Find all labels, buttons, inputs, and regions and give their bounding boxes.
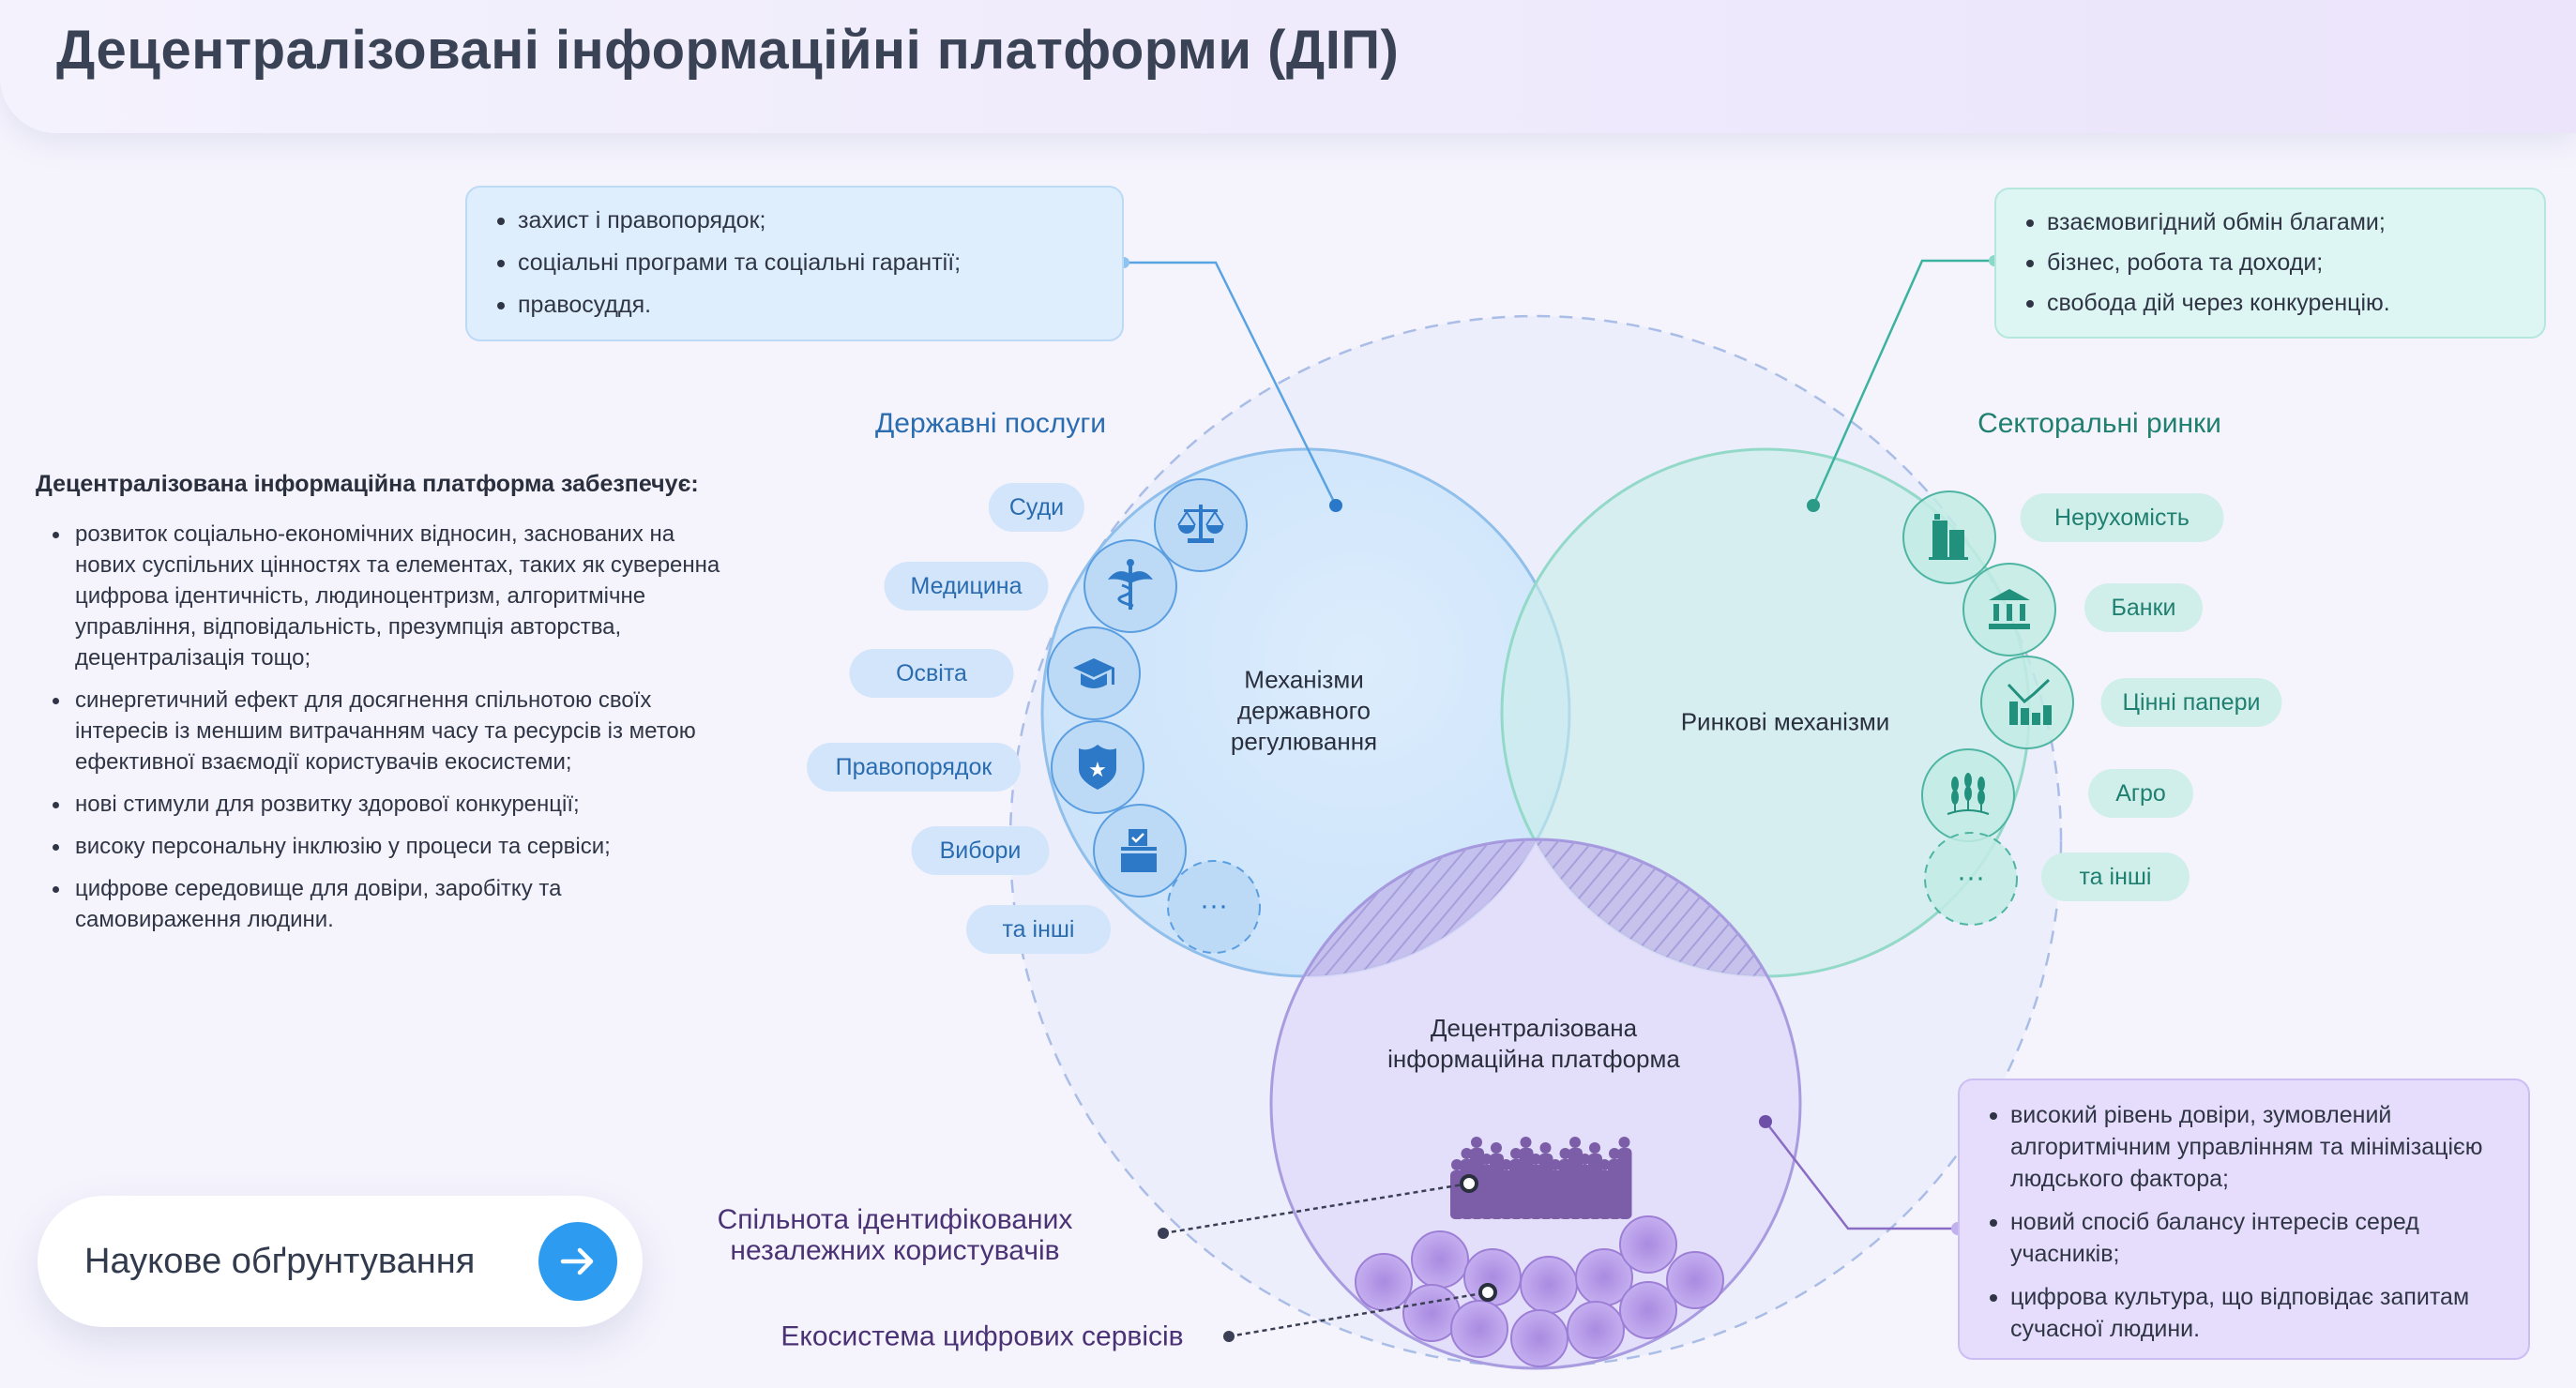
service-sphere [1355, 1253, 1413, 1311]
person-head [1451, 1159, 1462, 1170]
person-head [1609, 1148, 1620, 1159]
ecosystem-marker [1478, 1283, 1497, 1302]
market-circle-label: Ринкові механізми [1680, 707, 1890, 736]
ballot-box-icon [1093, 804, 1187, 898]
arrow-right-icon[interactable] [538, 1222, 617, 1301]
page-header: Децентралізовані інформаційні платформи … [0, 0, 2576, 133]
market-info-item: свобода дій через конкуренцію. [2023, 287, 2518, 319]
person-head [1579, 1154, 1591, 1165]
dip-circle-label: Децентралізована інформаційна платформа [1387, 1014, 1680, 1073]
person-head [1539, 1142, 1552, 1154]
dip-info-item: цифрова культура, що відповідає запитам … [1986, 1281, 2502, 1345]
dip-connector [1765, 1121, 1958, 1230]
gov-circle-label: Механізми державного регулювання [1230, 665, 1378, 756]
caduceus-icon [1083, 539, 1177, 633]
left-panel-item: цифрове середовище для довіри, заробітку… [36, 873, 720, 935]
ecosystem-pointer [1228, 1290, 1489, 1338]
community-pointer [1162, 1182, 1470, 1235]
left-panel-item: розвиток соціально-економічних відносин,… [36, 519, 720, 673]
gov-connector [1124, 261, 1338, 506]
svg-text:···: ··· [1957, 862, 1985, 893]
person-head [1589, 1142, 1600, 1154]
gov-info-item: правосуддя. [493, 289, 1096, 321]
gov-pill-others[interactable]: та інші [966, 905, 1111, 954]
market-pill-agro[interactable]: Агро [2088, 769, 2193, 818]
market-pill-others[interactable]: та інші [2041, 852, 2190, 901]
ecosystem-label: Екосистема цифрових сервісів [780, 1320, 1184, 1352]
gov-pill-elections[interactable]: Вибори [911, 826, 1050, 875]
person-head [1569, 1137, 1581, 1148]
market-pill-real-estate[interactable]: Нерухомість [2020, 493, 2224, 542]
market-info-box: взаємовигідний обмін благами; бізнес, ро… [1994, 188, 2546, 339]
community-label: Спільнота ідентифікованих незалежних кор… [717, 1204, 1073, 1266]
scientific-basis-button[interactable]: Наукове обґрунтування [38, 1196, 643, 1327]
left-panel-heading: Децентралізована інформаційна платформа … [36, 471, 699, 497]
scales-icon [1154, 478, 1248, 572]
left-panel-item: високу персональну інклюзію у процеси та… [36, 831, 720, 862]
market-connector [1811, 259, 1994, 506]
person-head [1461, 1148, 1473, 1159]
market-more-icon: ··· [1924, 832, 2018, 926]
market-pill-banks[interactable]: Банки [2084, 583, 2203, 632]
market-connector-end [1807, 499, 1820, 512]
market-pill-securities[interactable]: Цінні папери [2100, 678, 2282, 727]
person-head [1480, 1154, 1493, 1165]
left-panel-item: синергетичний ефект для досягнення спіль… [36, 685, 720, 777]
police-badge-icon: ★ [1051, 720, 1144, 814]
dip-connector-end [1759, 1115, 1772, 1128]
svg-text:★: ★ [1088, 758, 1107, 781]
dip-info-box: високий рівень довіри, зумовлений алгори… [1958, 1079, 2530, 1360]
gov-connector-end [1329, 499, 1342, 512]
market-section-title: Секторальні ринки [1977, 408, 2221, 439]
service-sphere [1411, 1230, 1469, 1289]
person-head [1520, 1137, 1532, 1148]
scientific-basis-label: Наукове обґрунтування [84, 1241, 476, 1281]
person-head [1510, 1148, 1522, 1159]
service-sphere [1619, 1281, 1677, 1339]
ecosystem-pointer-dot [1223, 1331, 1235, 1342]
left-panel: Децентралізована інформаційна платформа … [36, 469, 720, 946]
gov-pill-medicine[interactable]: Медицина [884, 562, 1049, 611]
community-marker [1460, 1174, 1478, 1193]
person-head [1491, 1142, 1502, 1154]
service-sphere [1567, 1301, 1625, 1359]
person-head [1559, 1148, 1571, 1159]
gov-pill-education[interactable]: Освіта [849, 649, 1014, 698]
stock-chart-icon [1980, 656, 2074, 749]
gov-info-item: соціальні програми та соціальні гарантії… [493, 247, 1096, 279]
left-panel-item: нові стимули для розвитку здорової конку… [36, 789, 720, 820]
market-info-item: взаємовигідний обмін благами; [2023, 206, 2518, 238]
person-head [1599, 1159, 1611, 1170]
dip-info-item: новий спосіб балансу інтересів серед уча… [1986, 1206, 2502, 1270]
person-head [1618, 1137, 1630, 1148]
person-head [1500, 1159, 1512, 1170]
dip-info-item: високий рівень довіри, зумовлений алгори… [1986, 1099, 2502, 1195]
page-title: Децентралізовані інформаційні платформи … [56, 20, 1400, 81]
gov-pill-courts[interactable]: Суди [988, 483, 1085, 532]
gov-pill-law-enforcement[interactable]: Правопорядок [807, 743, 1021, 792]
wheat-icon [1921, 748, 2015, 842]
graduation-cap-icon [1047, 626, 1141, 720]
svg-text:···: ··· [1200, 890, 1228, 921]
service-sphere [1619, 1215, 1677, 1274]
gov-section-title: Державні послуги [874, 408, 1107, 439]
buildings-icon [1902, 490, 1996, 584]
gov-more-icon: ··· [1167, 860, 1261, 954]
person-head [1471, 1137, 1482, 1148]
community-pointer-dot [1158, 1228, 1169, 1239]
person-head [1530, 1154, 1541, 1165]
person-body [1617, 1148, 1632, 1219]
service-sphere [1510, 1309, 1568, 1367]
market-info-item: бізнес, робота та доходи; [2023, 247, 2518, 279]
gov-info-item: захист і правопорядок; [493, 204, 1096, 236]
service-sphere [1520, 1256, 1578, 1314]
service-sphere [1666, 1251, 1724, 1309]
bank-icon [1962, 563, 2056, 656]
service-sphere [1450, 1300, 1508, 1358]
gov-info-box: захист і правопорядок; соціальні програм… [465, 186, 1124, 341]
person-head [1550, 1159, 1561, 1170]
